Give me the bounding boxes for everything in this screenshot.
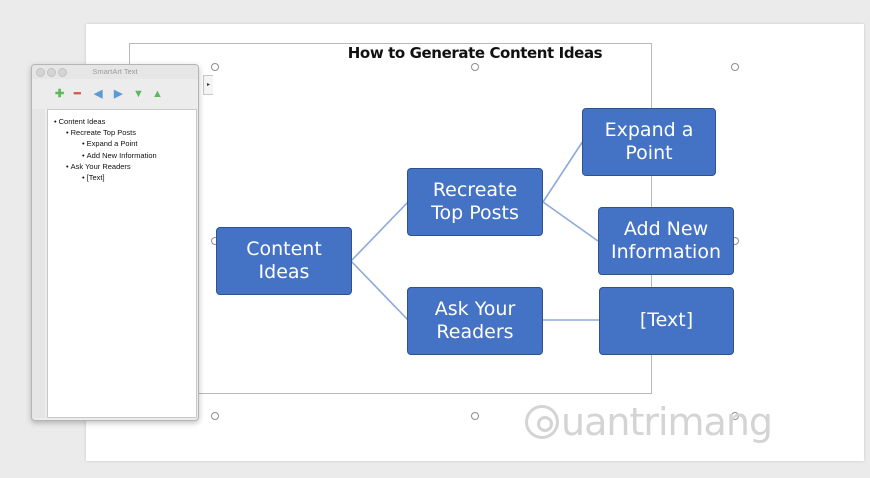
node-text-placeholder[interactable]: [Text] xyxy=(599,287,734,355)
arrow-up-icon[interactable]: ▲ xyxy=(152,88,163,100)
watermark-logo-icon xyxy=(525,404,559,439)
minimize-button[interactable] xyxy=(47,68,56,77)
zoom-button[interactable] xyxy=(58,68,67,77)
resize-handle-bottom[interactable] xyxy=(471,412,479,420)
bullet-item[interactable]: Recreate Top Posts xyxy=(48,127,196,138)
resize-handle-top[interactable] xyxy=(471,63,479,71)
connector-recreate-addnew xyxy=(542,201,599,242)
watermark-text: uantrimang xyxy=(561,399,773,444)
connector-root-ask xyxy=(350,260,409,321)
bullet-item[interactable]: Add New Information xyxy=(48,150,196,161)
connector-recreate-expand xyxy=(542,140,584,203)
pane-title: SmartArt Text xyxy=(92,67,138,76)
bullet-item[interactable]: Ask Your Readers xyxy=(48,161,196,172)
bullet-item[interactable]: Expand a Point xyxy=(48,138,196,149)
text-pane-toggle[interactable]: ▸ xyxy=(203,75,213,95)
arrow-right-icon[interactable]: ▶ xyxy=(114,88,123,100)
bullet-list: Content Ideas Recreate Top Posts Expand … xyxy=(48,110,196,183)
pane-titlebar[interactable]: SmartArt Text xyxy=(32,65,198,79)
close-button[interactable] xyxy=(36,68,45,77)
watermark: uantrimang xyxy=(525,394,773,449)
arrow-down-icon[interactable]: ▼ xyxy=(133,88,144,100)
connector-root-recreate xyxy=(350,201,409,262)
resize-handle-bottom-right[interactable] xyxy=(731,412,739,420)
slide-title[interactable]: How to Generate Content Ideas xyxy=(347,44,603,62)
node-content-ideas[interactable]: Content Ideas xyxy=(216,227,352,295)
resize-handle-bottom-left[interactable] xyxy=(211,412,219,420)
node-ask-your-readers[interactable]: Ask Your Readers xyxy=(407,287,543,355)
resize-handle-top-left[interactable] xyxy=(211,63,219,71)
smartart-text-pane: SmartArt Text ✚ ━ ◀ ▶ ▼ ▲ Content Ideas … xyxy=(31,64,199,421)
pane-text-area[interactable]: Content Ideas Recreate Top Posts Expand … xyxy=(47,109,197,418)
pane-scroll-gutter xyxy=(32,109,45,418)
arrow-left-icon[interactable]: ◀ xyxy=(94,88,103,100)
pane-toolbar: ✚ ━ ◀ ▶ ▼ ▲ xyxy=(32,79,198,109)
node-recreate-top-posts[interactable]: Recreate Top Posts xyxy=(407,168,543,236)
node-add-new-information[interactable]: Add New Information xyxy=(598,207,734,275)
node-expand-a-point[interactable]: Expand a Point xyxy=(582,108,716,176)
bullet-item[interactable]: [Text] xyxy=(48,172,196,183)
plus-icon[interactable]: ✚ xyxy=(55,88,65,100)
bullet-item[interactable]: Content Ideas xyxy=(48,116,196,127)
minus-icon[interactable]: ━ xyxy=(74,88,81,100)
resize-handle-top-right[interactable] xyxy=(731,63,739,71)
